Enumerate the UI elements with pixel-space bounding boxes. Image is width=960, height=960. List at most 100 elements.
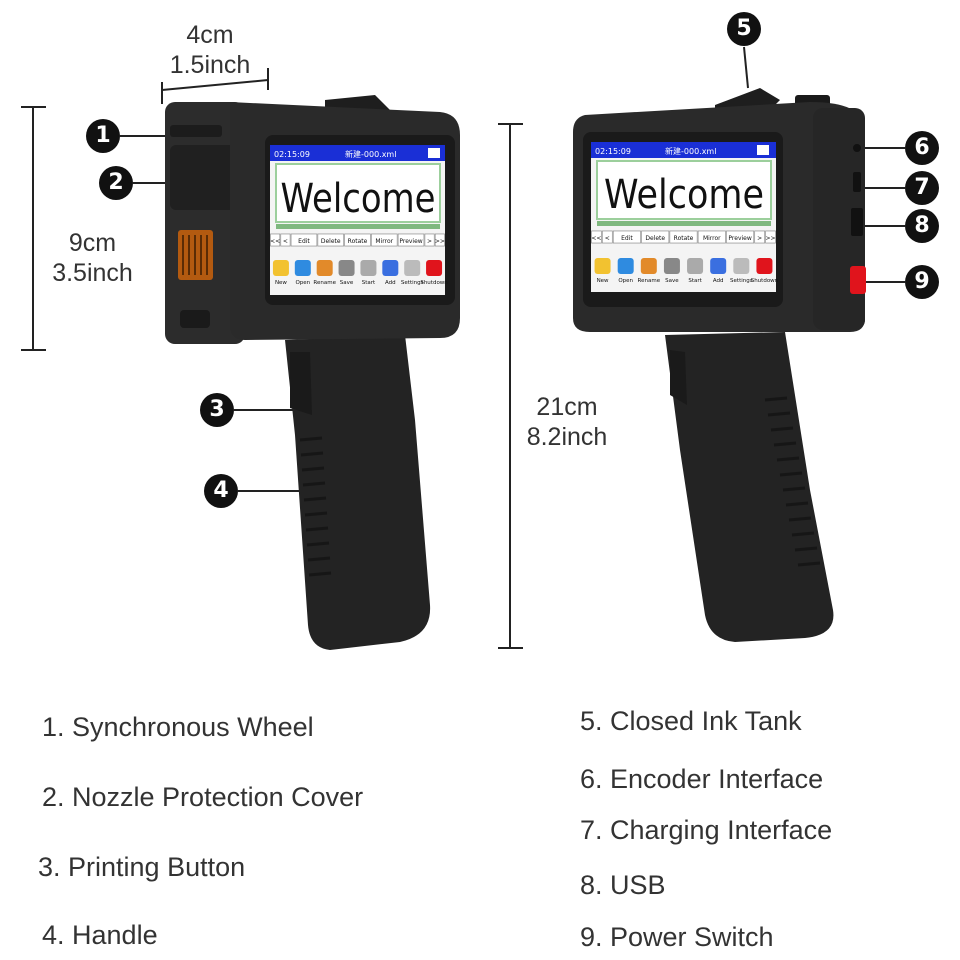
toolbar-button[interactable] <box>765 230 776 244</box>
marker-4: 4 <box>204 474 238 508</box>
screen-app-icon[interactable] <box>272 260 289 276</box>
toolbar-button[interactable] <box>317 233 344 247</box>
screen-app-icon[interactable] <box>663 258 680 274</box>
screen-app-icon[interactable] <box>756 258 773 274</box>
toolbar-button-label: Rotate <box>348 238 368 245</box>
toolbar-button[interactable] <box>434 233 445 247</box>
screen-app-icon-label: Shutdown <box>751 278 779 284</box>
toolbar-button[interactable] <box>754 230 765 244</box>
legend-item-1: 1. Synchronous Wheel <box>42 712 314 742</box>
toolbar-button-label: Preview <box>728 235 751 242</box>
left-screen-message: Welcome <box>281 176 436 222</box>
toolbar-button-label: Mirror <box>703 235 721 242</box>
right-screen-filename: 新建-000.xml <box>665 146 716 156</box>
legend-item-3: 3. Printing Button <box>38 852 246 882</box>
toolbar-button-label: >> <box>435 238 445 245</box>
marker-3: 3 <box>200 393 234 427</box>
marker-2: 2 <box>99 166 133 200</box>
screen-app-icon-label: New <box>597 278 609 284</box>
right-screen-message: Welcome <box>604 172 764 218</box>
screen-app-icon-label: Rename <box>638 278 661 284</box>
marker-6: 6 <box>905 131 939 165</box>
toolbar-button[interactable] <box>669 230 698 244</box>
screen-app-icon-label: New <box>275 280 287 286</box>
screen-app-icon-label: Open <box>295 280 310 286</box>
toolbar-button[interactable] <box>424 233 435 247</box>
toolbar-button-label: > <box>427 238 432 245</box>
toolbar-button[interactable] <box>270 233 281 247</box>
left-screen-time: 02:15:09 <box>274 150 310 159</box>
toolbar-button-label: Rotate <box>674 235 694 242</box>
screen-app-icon[interactable] <box>640 258 657 274</box>
left-screen-filename: 新建-000.xml <box>345 149 396 159</box>
toolbar-button[interactable] <box>344 233 371 247</box>
right-screen-time: 02:15:09 <box>595 147 631 156</box>
toolbar-button-label: Edit <box>621 235 633 242</box>
screen-app-icon[interactable] <box>382 260 399 276</box>
toolbar-button-label: Preview <box>399 238 422 245</box>
toolbar-button-label: Delete <box>645 235 665 242</box>
marker-7: 7 <box>905 171 939 205</box>
toolbar-button[interactable] <box>290 233 318 247</box>
screen-app-icon-label: Add <box>713 278 724 284</box>
screen-app-icon-label: Settings <box>730 278 753 284</box>
screen-app-icon[interactable] <box>316 260 333 276</box>
legend-item-9: 9. Power Switch <box>580 922 774 952</box>
screen-app-icon-label: Save <box>665 278 679 284</box>
marker-1: 1 <box>86 119 120 153</box>
screen-app-icon[interactable] <box>617 258 634 274</box>
screen-app-icon[interactable] <box>294 260 311 276</box>
marker-5: 5 <box>727 12 761 46</box>
toolbar-button-label: < <box>605 235 610 242</box>
toolbar-button[interactable] <box>371 233 398 247</box>
toolbar-button-label: << <box>591 235 601 242</box>
screen-app-icon-label: Shutdown <box>420 280 448 286</box>
screen-app-icon[interactable] <box>426 260 443 276</box>
screen-app-icon[interactable] <box>360 260 377 276</box>
toolbar-button-label: >> <box>766 235 776 242</box>
screen-app-icon-label: Open <box>618 278 633 284</box>
screen-app-icon-label: Settings <box>401 280 424 286</box>
screen-app-icon[interactable] <box>594 258 611 274</box>
toolbar-button[interactable] <box>697 230 726 244</box>
screen-app-icon[interactable] <box>687 258 704 274</box>
toolbar-button[interactable] <box>280 233 291 247</box>
screen-app-icon[interactable] <box>338 260 355 276</box>
legend-item-6: 6. Encoder Interface <box>580 764 824 794</box>
toolbar-button-label: > <box>757 235 762 242</box>
toolbar-button[interactable] <box>641 230 670 244</box>
legend-item-5: 5. Closed Ink Tank <box>580 706 802 736</box>
toolbar-button[interactable] <box>591 230 602 244</box>
screen-app-icon-label: Add <box>385 280 396 286</box>
toolbar-button[interactable] <box>397 233 425 247</box>
toolbar-button[interactable] <box>602 230 613 244</box>
toolbar-button-label: << <box>270 238 280 245</box>
legend-item-8: 8. USB <box>580 870 666 900</box>
screen-app-icon[interactable] <box>733 258 750 274</box>
screen-app-icon-label: Rename <box>313 280 336 286</box>
legend-item-4: 4. Handle <box>42 920 158 950</box>
screen-app-icon[interactable] <box>710 258 727 274</box>
right-screen-icons: New Open Rename Save Start Add SettingsShutdow… <box>594 258 779 284</box>
toolbar-button-label: Mirror <box>375 238 393 245</box>
toolbar-button[interactable] <box>726 230 755 244</box>
marker-9: 9 <box>905 265 939 299</box>
legend-item-2: 2. Nozzle Protection Cover <box>42 782 364 812</box>
screen-app-icon-label: Save <box>340 280 354 286</box>
marker-8: 8 <box>905 209 939 243</box>
toolbar-button[interactable] <box>612 230 641 244</box>
screen-app-icon-label: Start <box>362 280 376 286</box>
screen-app-icon[interactable] <box>404 260 421 276</box>
screen-app-icon-label: Start <box>688 278 702 284</box>
toolbar-button-label: Edit <box>298 238 310 245</box>
toolbar-button-label: < <box>283 238 288 245</box>
